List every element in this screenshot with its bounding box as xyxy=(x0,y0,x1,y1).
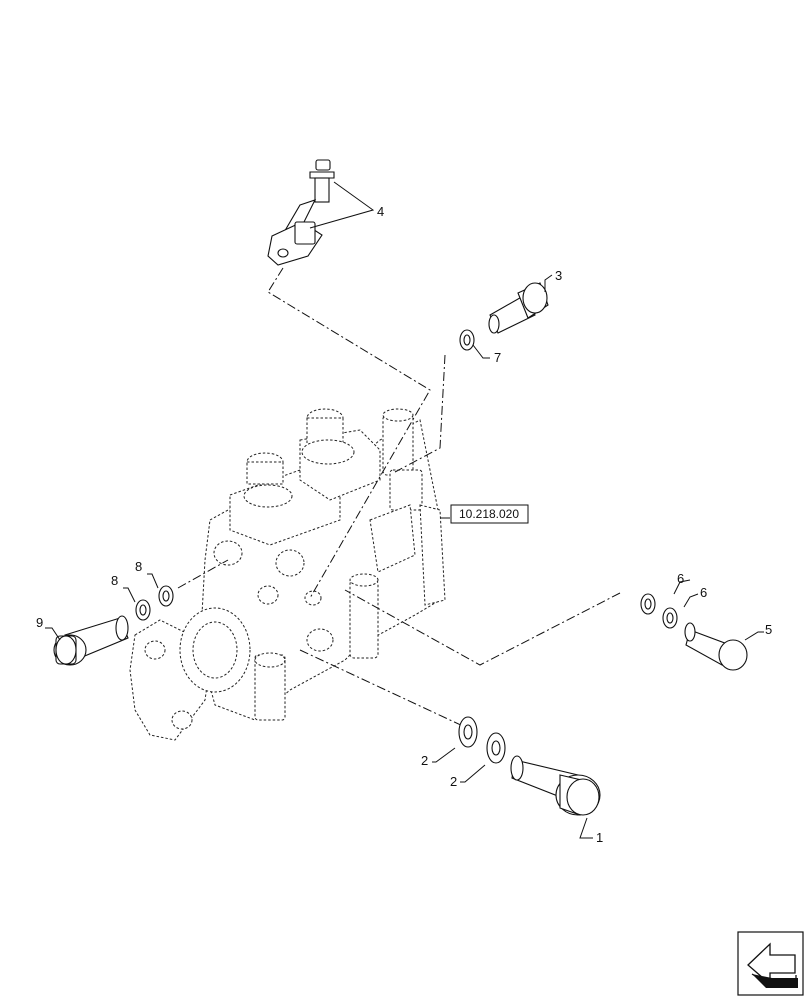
part-4-sensor-assembly xyxy=(267,159,335,266)
callout-6a: 6 xyxy=(677,571,684,586)
callout-5: 5 xyxy=(765,622,772,637)
part-3-banjo-bolt xyxy=(488,282,549,334)
callout-7: 7 xyxy=(494,350,501,365)
part-7-washer xyxy=(459,329,475,351)
arrow-navigation-icon[interactable] xyxy=(737,931,804,996)
part-6-washers xyxy=(640,593,678,629)
part-1-banjo-bolt xyxy=(510,755,601,816)
callout-3: 3 xyxy=(555,268,562,283)
callout-6b: 6 xyxy=(700,585,707,600)
callout-8a: 8 xyxy=(111,573,118,588)
assembly-lines xyxy=(177,267,621,728)
leader-lines xyxy=(45,181,764,839)
callout-1: 1 xyxy=(596,830,603,845)
part-2-washers xyxy=(458,716,506,764)
callout-2a: 2 xyxy=(421,753,428,768)
callout-8b: 8 xyxy=(135,559,142,574)
fuel-injection-pump xyxy=(129,408,446,741)
callout-2b: 2 xyxy=(450,774,457,789)
reference-box[interactable]: 10.218.020 xyxy=(450,504,529,524)
part-8-washers xyxy=(135,585,174,621)
callout-4: 4 xyxy=(377,204,384,219)
callouts: 4 3 7 6 6 5 1 2 2 9 8 8 xyxy=(36,204,772,845)
callout-9: 9 xyxy=(36,615,43,630)
part-9-banjo-bolt xyxy=(53,615,129,666)
reference-code: 10.218.020 xyxy=(459,507,519,521)
part-5-banjo-bolt xyxy=(684,622,748,671)
